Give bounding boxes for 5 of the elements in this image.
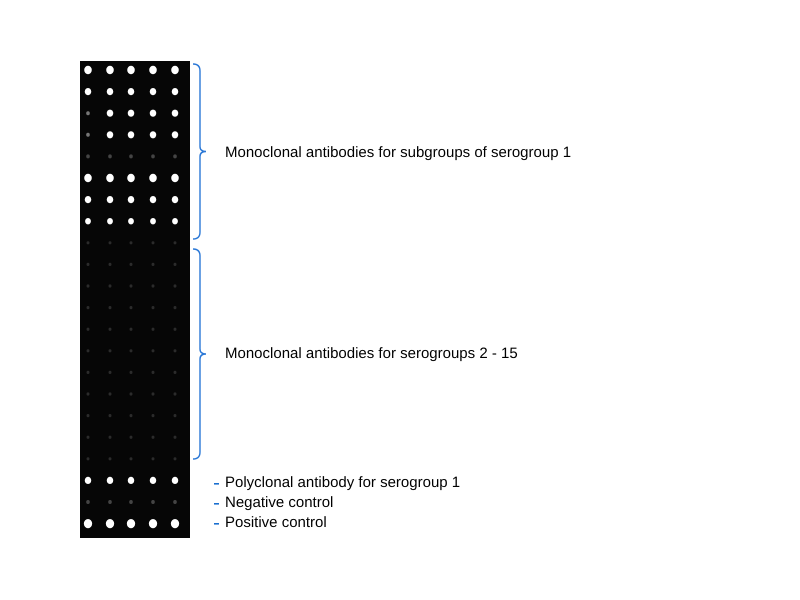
bracket-label: Monoclonal antibodies for serogroups 2 - 15	[225, 345, 518, 363]
row-label: Polyclonal antibody for serogroup 1	[225, 474, 460, 492]
row-label: Positive control	[225, 514, 327, 532]
bracket-label: Monoclonal antibodies for subgroups of serogroup 1	[225, 144, 572, 162]
row-label: Negative control	[225, 494, 334, 512]
